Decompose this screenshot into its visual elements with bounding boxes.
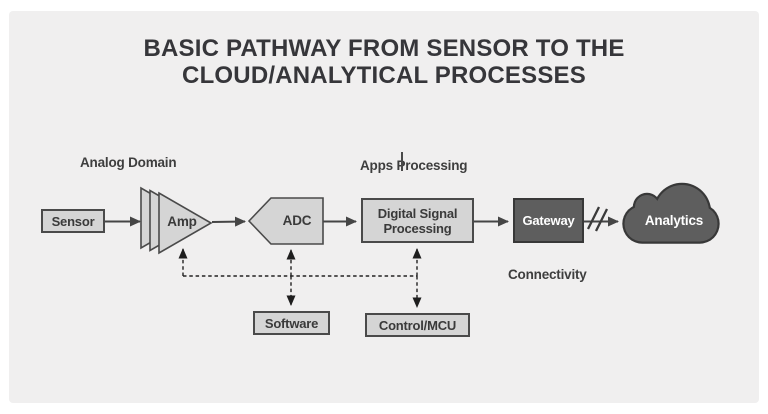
- text-caret-artifact: [401, 152, 403, 171]
- title-line-2: CLOUD/ANALYTICAL PROCESSES: [182, 62, 586, 89]
- cloud-fill-layer: [624, 185, 718, 242]
- gateway-label: Gateway: [522, 213, 575, 228]
- node-digital-signal-processing: Digital Signal Processing: [361, 198, 474, 243]
- label-apps-processing: Apps Processing: [360, 158, 468, 173]
- adc-pentagon-icon: [247, 197, 324, 245]
- node-adc-label: ADC: [282, 213, 312, 228]
- break-slash-2: [594, 208, 609, 232]
- analytics-cloud-icon: [622, 182, 720, 244]
- sensor-label: Sensor: [51, 213, 95, 229]
- node-amp-label: Amp: [167, 214, 197, 229]
- dashed-connectors: [178, 248, 422, 308]
- node-analytics-label: Analytics: [644, 213, 704, 228]
- flow-arrows: [105, 216, 619, 227]
- node-sensor: Sensor: [41, 209, 105, 233]
- signal-break-slashes-icon: [586, 206, 609, 232]
- node-gateway: Gateway: [513, 198, 584, 243]
- title-line-1: BASIC PATHWAY FROM SENSOR TO THE: [143, 35, 625, 62]
- label-analog-domain: Analog Domain: [80, 155, 177, 170]
- node-software: Software: [253, 311, 330, 335]
- diagram-title: BASIC PATHWAY FROM SENSOR TO THE CLOUD/A…: [0, 35, 768, 89]
- amp-triangle-front: [158, 191, 213, 255]
- label-connectivity: Connectivity: [508, 267, 587, 282]
- break-slash-1: [586, 206, 601, 230]
- arrow-amp-to-adc: [211, 216, 246, 227]
- dsp-label-line-2: Processing: [383, 220, 452, 236]
- amp-triangle-stack-icon: [140, 186, 213, 255]
- dsp-label-line-1: Digital Signal: [377, 205, 458, 221]
- software-label: Software: [264, 315, 319, 331]
- node-control-mcu: Control/MCU: [365, 313, 470, 337]
- control-mcu-label: Control/MCU: [378, 317, 457, 333]
